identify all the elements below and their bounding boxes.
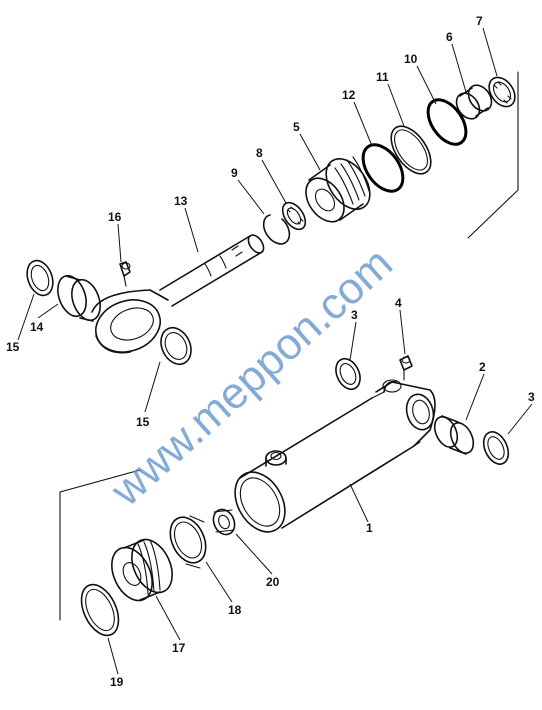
callout-labels: 7 6 10 11 12 5 8 9 13 16 14 15 15 3 4 2 … (6, 14, 535, 689)
part-12-o-ring (361, 143, 405, 193)
leader-lines (17, 27, 533, 675)
callout-10: 10 (404, 52, 418, 66)
part-1-cylinder-tube (234, 379, 436, 533)
part-5-cylinder-head (305, 156, 371, 223)
callout-2: 2 (479, 360, 486, 374)
part-19-piston-ring (80, 583, 120, 637)
callout-19: 19 (110, 675, 124, 689)
callout-3-right: 3 (528, 390, 535, 404)
part-10-o-ring (426, 98, 468, 146)
part-20-nut (212, 508, 236, 536)
callout-4: 4 (395, 296, 402, 310)
callout-16: 16 (108, 210, 122, 224)
part-4-grease-fitting (399, 355, 413, 381)
callout-12: 12 (342, 88, 356, 102)
part-3-dust-seal-right (482, 431, 510, 465)
part-8-seal (281, 201, 307, 231)
part-17-piston (111, 538, 173, 602)
callout-3-upper: 3 (351, 308, 358, 322)
callout-14: 14 (30, 320, 44, 334)
rod-eye (91, 289, 169, 354)
callout-15-left: 15 (6, 340, 20, 354)
callout-9: 9 (231, 166, 238, 180)
part-18-seal-ring (169, 515, 207, 569)
part-13-piston-rod (159, 234, 265, 307)
assembly-bracket-lower (59, 469, 141, 621)
callout-13: 13 (174, 194, 188, 208)
part-7-bearing (488, 76, 516, 108)
callout-20: 20 (266, 575, 280, 589)
part-16-grease-fitting (119, 261, 131, 287)
part-3-dust-seal-upper (335, 357, 361, 391)
callout-8: 8 (256, 146, 263, 160)
part-11-backup-ring (390, 125, 432, 175)
callout-11: 11 (376, 70, 389, 84)
callout-17: 17 (172, 641, 186, 655)
part-15-dust-seal-left (26, 259, 54, 297)
callout-7: 7 (476, 14, 483, 28)
callout-5: 5 (293, 120, 300, 134)
callout-15-right: 15 (136, 415, 150, 429)
part-14-bushing (57, 274, 101, 322)
assembly-bracket-upper (467, 71, 519, 239)
part-2-bushing (433, 415, 475, 455)
callout-6: 6 (446, 30, 453, 44)
part-9-snap-ring (262, 214, 291, 245)
watermark-text: www.meppon.com (101, 238, 402, 516)
callout-1: 1 (366, 521, 373, 535)
part-15-dust-seal-right (160, 326, 192, 366)
callout-18: 18 (228, 603, 242, 617)
